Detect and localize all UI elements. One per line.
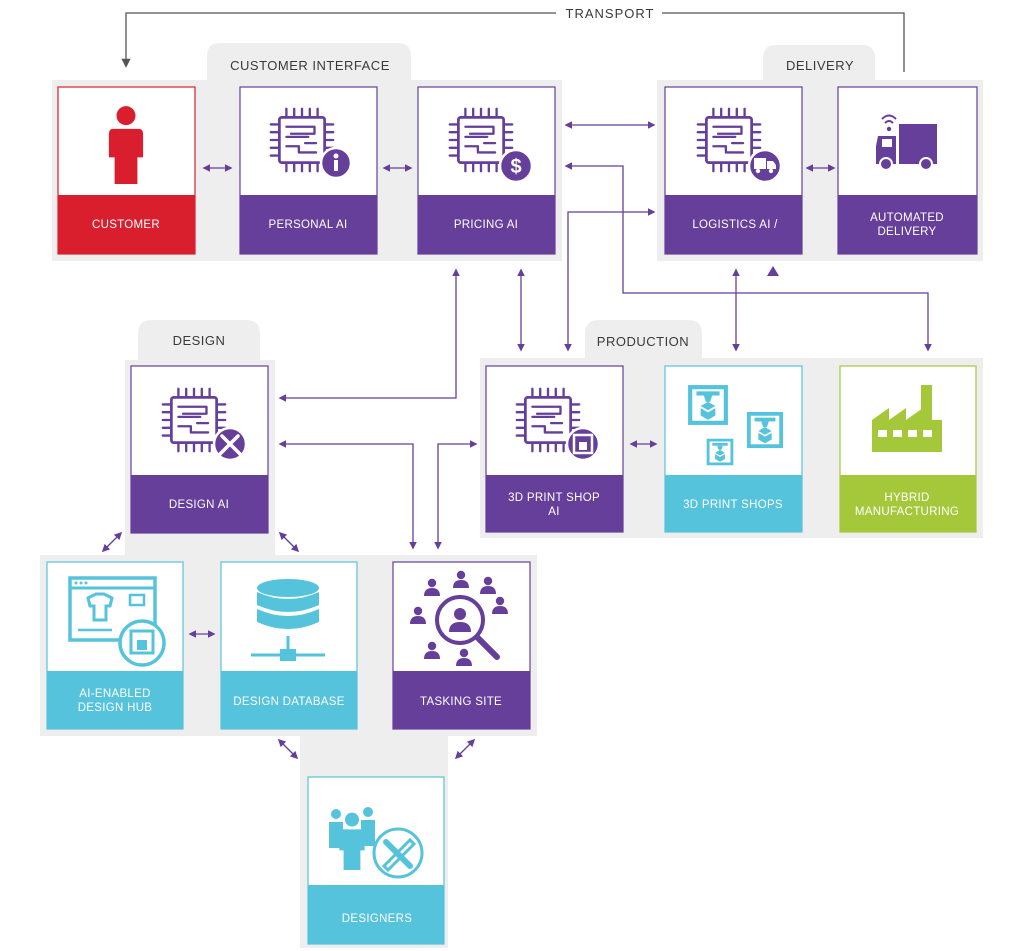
card-designers: DESIGNERS (307, 776, 445, 945)
designers-icon (329, 807, 424, 879)
chip-pencil-ruler-icon (161, 387, 248, 462)
factory-icon (872, 385, 942, 452)
transport-loop: TRANSPORT (121, 6, 905, 72)
card-design-hub-label-1: AI-ENABLED (79, 688, 150, 700)
card-logistics-ai: LOGISTICS AI / (664, 86, 803, 255)
card-automated-delivery: AUTOMATED DELIVERY (837, 86, 978, 255)
card-hybrid-label-1: HYBRID (884, 492, 929, 504)
card-design-ai-label: DESIGN AI (169, 499, 229, 511)
card-automated-delivery-label-1: AUTOMATED (870, 212, 944, 224)
card-tasking-site-label: TASKING SITE (420, 696, 502, 708)
chip-info-icon (269, 107, 353, 180)
connectors (101, 121, 932, 760)
design-label: DESIGN (173, 333, 226, 348)
production-label: PRODUCTION (597, 334, 689, 349)
card-design-hub: AI-ENABLED DESIGN HUB (46, 561, 184, 730)
card-hybrid-label-2: MANUFACTURING (855, 506, 959, 518)
transport-label: TRANSPORT (566, 6, 655, 21)
card-design-database-label: DESIGN DATABASE (233, 696, 344, 708)
chip-dollar-icon: $ (448, 107, 534, 184)
card-automated-delivery-label-2: DELIVERY (877, 226, 936, 238)
card-pricing-ai: $ PRICING AI (417, 86, 556, 255)
customer-interface-label: CUSTOMER INTERFACE (230, 58, 390, 73)
delivery-tab (763, 45, 875, 80)
svg-text:$: $ (510, 156, 521, 178)
database-icon (251, 579, 325, 661)
design-tab (138, 320, 260, 360)
delivery-arrowhead (767, 266, 779, 276)
card-tasking-site: TASKING SITE (392, 561, 531, 730)
card-pricing-ai-label: PRICING AI (454, 219, 518, 231)
card-design-hub-label-2: DESIGN HUB (78, 702, 153, 714)
card-customer: CUSTOMER (57, 86, 196, 255)
card-print-shop-ai-label-2: AI (548, 506, 559, 518)
card-print-shops-label: 3D PRINT SHOPS (683, 499, 783, 511)
delivery-label: DELIVERY (786, 58, 854, 73)
chip-printer-icon (515, 387, 601, 462)
card-print-shop-ai-label-1: 3D PRINT SHOP (508, 492, 600, 504)
card-personal-ai-label: PERSONAL AI (269, 219, 348, 231)
browser-design-icon (68, 576, 166, 667)
card-design-database: DESIGN DATABASE (220, 561, 358, 730)
card-print-shops: 3D PRINT SHOPS (664, 365, 803, 533)
card-customer-label: CUSTOMER (92, 219, 160, 231)
customer-interface-tab (207, 43, 411, 80)
card-personal-ai: PERSONAL AI (239, 86, 378, 255)
people-search-icon (410, 570, 508, 666)
card-hybrid-manufacturing: HYBRID MANUFACTURING (839, 365, 977, 533)
card-print-shop-ai: 3D PRINT SHOP AI (485, 365, 624, 533)
card-designers-label: DESIGNERS (342, 913, 412, 925)
card-design-ai: DESIGN AI (130, 365, 269, 534)
card-logistics-ai-label: LOGISTICS AI / (692, 219, 778, 231)
